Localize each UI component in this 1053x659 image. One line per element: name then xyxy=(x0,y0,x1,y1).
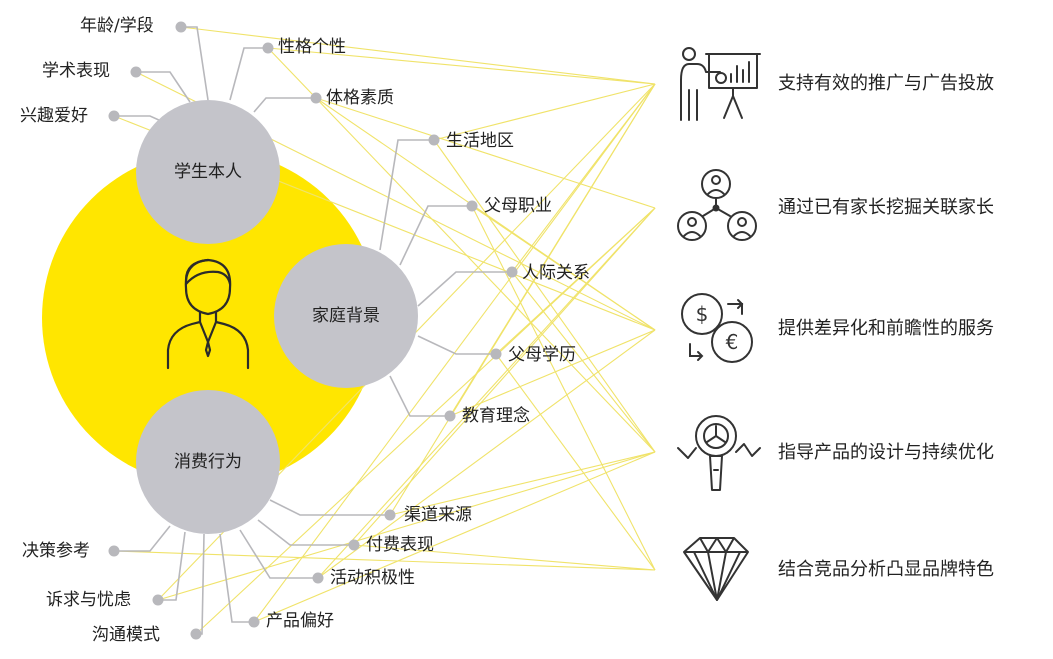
attr-network: 人际关系 xyxy=(522,263,590,283)
benefit-link xyxy=(315,97,656,331)
attr-activity: 活动积极性 xyxy=(330,568,415,588)
benefit-link xyxy=(511,271,656,453)
dot-age xyxy=(175,21,187,33)
benefit-link xyxy=(471,205,656,571)
hub-circle-family xyxy=(274,244,418,388)
benefit-link xyxy=(315,97,656,209)
attr-physique: 体格素质 xyxy=(326,88,394,108)
dot-academic xyxy=(130,66,142,78)
attr-payment: 付费表现 xyxy=(366,535,434,555)
dot-personality xyxy=(262,42,274,54)
connector-job xyxy=(399,205,472,266)
benefit-promotion: 支持有效的推广与广告投放 xyxy=(778,73,994,94)
connector-age xyxy=(181,26,209,101)
connector-payment xyxy=(257,519,354,546)
benefit-link xyxy=(449,329,656,417)
benefit-links xyxy=(113,26,656,635)
dot-network xyxy=(506,266,518,278)
connector-personality xyxy=(229,47,268,101)
attr-personality: 性格个性 xyxy=(278,37,346,57)
dot-region xyxy=(428,134,440,146)
benefit-link xyxy=(180,26,656,85)
benefit-link xyxy=(195,207,656,635)
svg-text:$: $ xyxy=(696,302,709,326)
connector-philosophy xyxy=(389,375,450,417)
network-users-icon xyxy=(677,169,757,241)
connector-region xyxy=(379,139,434,251)
attr-interest: 兴趣爱好 xyxy=(20,106,88,126)
hub-student-label: 学生本人 xyxy=(174,162,242,182)
hub-circle-consumption xyxy=(136,390,280,534)
attr-decision: 决策参考 xyxy=(22,541,90,561)
hub-family-label: 家庭背景 xyxy=(312,306,380,326)
benefit-link xyxy=(317,207,656,579)
attribute-dots xyxy=(108,21,518,640)
benefit-link xyxy=(389,83,656,516)
benefit-link xyxy=(267,47,656,453)
benefit-link xyxy=(353,544,656,571)
connector-network xyxy=(417,271,512,307)
benefit-link xyxy=(253,451,656,623)
hub-consumption-label: 消费行为 xyxy=(174,452,242,472)
yellow-main-circle xyxy=(42,150,378,486)
presentation-icon xyxy=(680,47,761,121)
currency-exchange-icon: $ € xyxy=(681,293,753,363)
benefit-link xyxy=(389,451,656,516)
connector-education xyxy=(417,335,496,355)
attr-job: 父母职业 xyxy=(484,196,552,216)
dot-decision xyxy=(108,545,120,557)
dot-education xyxy=(490,348,502,360)
benefit-referral: 通过已有家长挖掘关联家长 xyxy=(778,197,994,218)
connector-decision xyxy=(114,525,171,552)
magnifier-analysis-icon xyxy=(677,415,761,491)
dot-interest xyxy=(108,110,120,122)
diamond-icon xyxy=(683,537,749,601)
dot-communication xyxy=(190,628,202,640)
attr-age: 年龄/学段 xyxy=(80,16,154,36)
benefit-link xyxy=(267,47,656,85)
attr-philosophy: 教育理念 xyxy=(462,406,530,426)
attr-concern: 诉求与忧虑 xyxy=(46,590,131,610)
connector-concern xyxy=(158,531,186,601)
dot-philosophy xyxy=(444,410,456,422)
attr-region: 生活地区 xyxy=(446,131,514,151)
person-icon xyxy=(166,258,250,370)
dot-channel xyxy=(384,509,396,521)
dot-physique xyxy=(310,92,322,104)
connector-activity xyxy=(239,529,318,579)
connector-academic xyxy=(136,71,191,103)
attr-communication: 沟通模式 xyxy=(92,625,160,645)
connector-communication xyxy=(196,533,205,635)
benefit-link xyxy=(433,83,656,141)
attr-education: 父母学历 xyxy=(508,345,576,365)
attr-academic: 学术表现 xyxy=(42,61,110,81)
benefit-link xyxy=(157,451,656,601)
connector-preference xyxy=(219,533,254,623)
dot-activity xyxy=(312,572,324,584)
connector-channel xyxy=(269,499,390,516)
benefit-link xyxy=(317,329,656,579)
attr-preference: 产品偏好 xyxy=(266,611,334,631)
dot-concern xyxy=(152,594,164,606)
hub-circle-student xyxy=(136,100,280,244)
dot-payment xyxy=(348,539,360,551)
benefit-link xyxy=(353,207,656,546)
attr-channel: 渠道来源 xyxy=(404,505,472,525)
benefit-link xyxy=(495,353,656,571)
benefit-brand: 结合竞品分析凸显品牌特色 xyxy=(778,559,994,580)
dot-preference xyxy=(248,616,260,628)
connector-physique xyxy=(253,97,316,113)
benefit-link xyxy=(433,139,656,453)
benefit-product: 指导产品的设计与持续优化 xyxy=(778,442,994,463)
benefit-service: 提供差异化和前瞻性的服务 xyxy=(778,318,994,339)
dot-job xyxy=(466,200,478,212)
svg-text:€: € xyxy=(726,330,739,354)
